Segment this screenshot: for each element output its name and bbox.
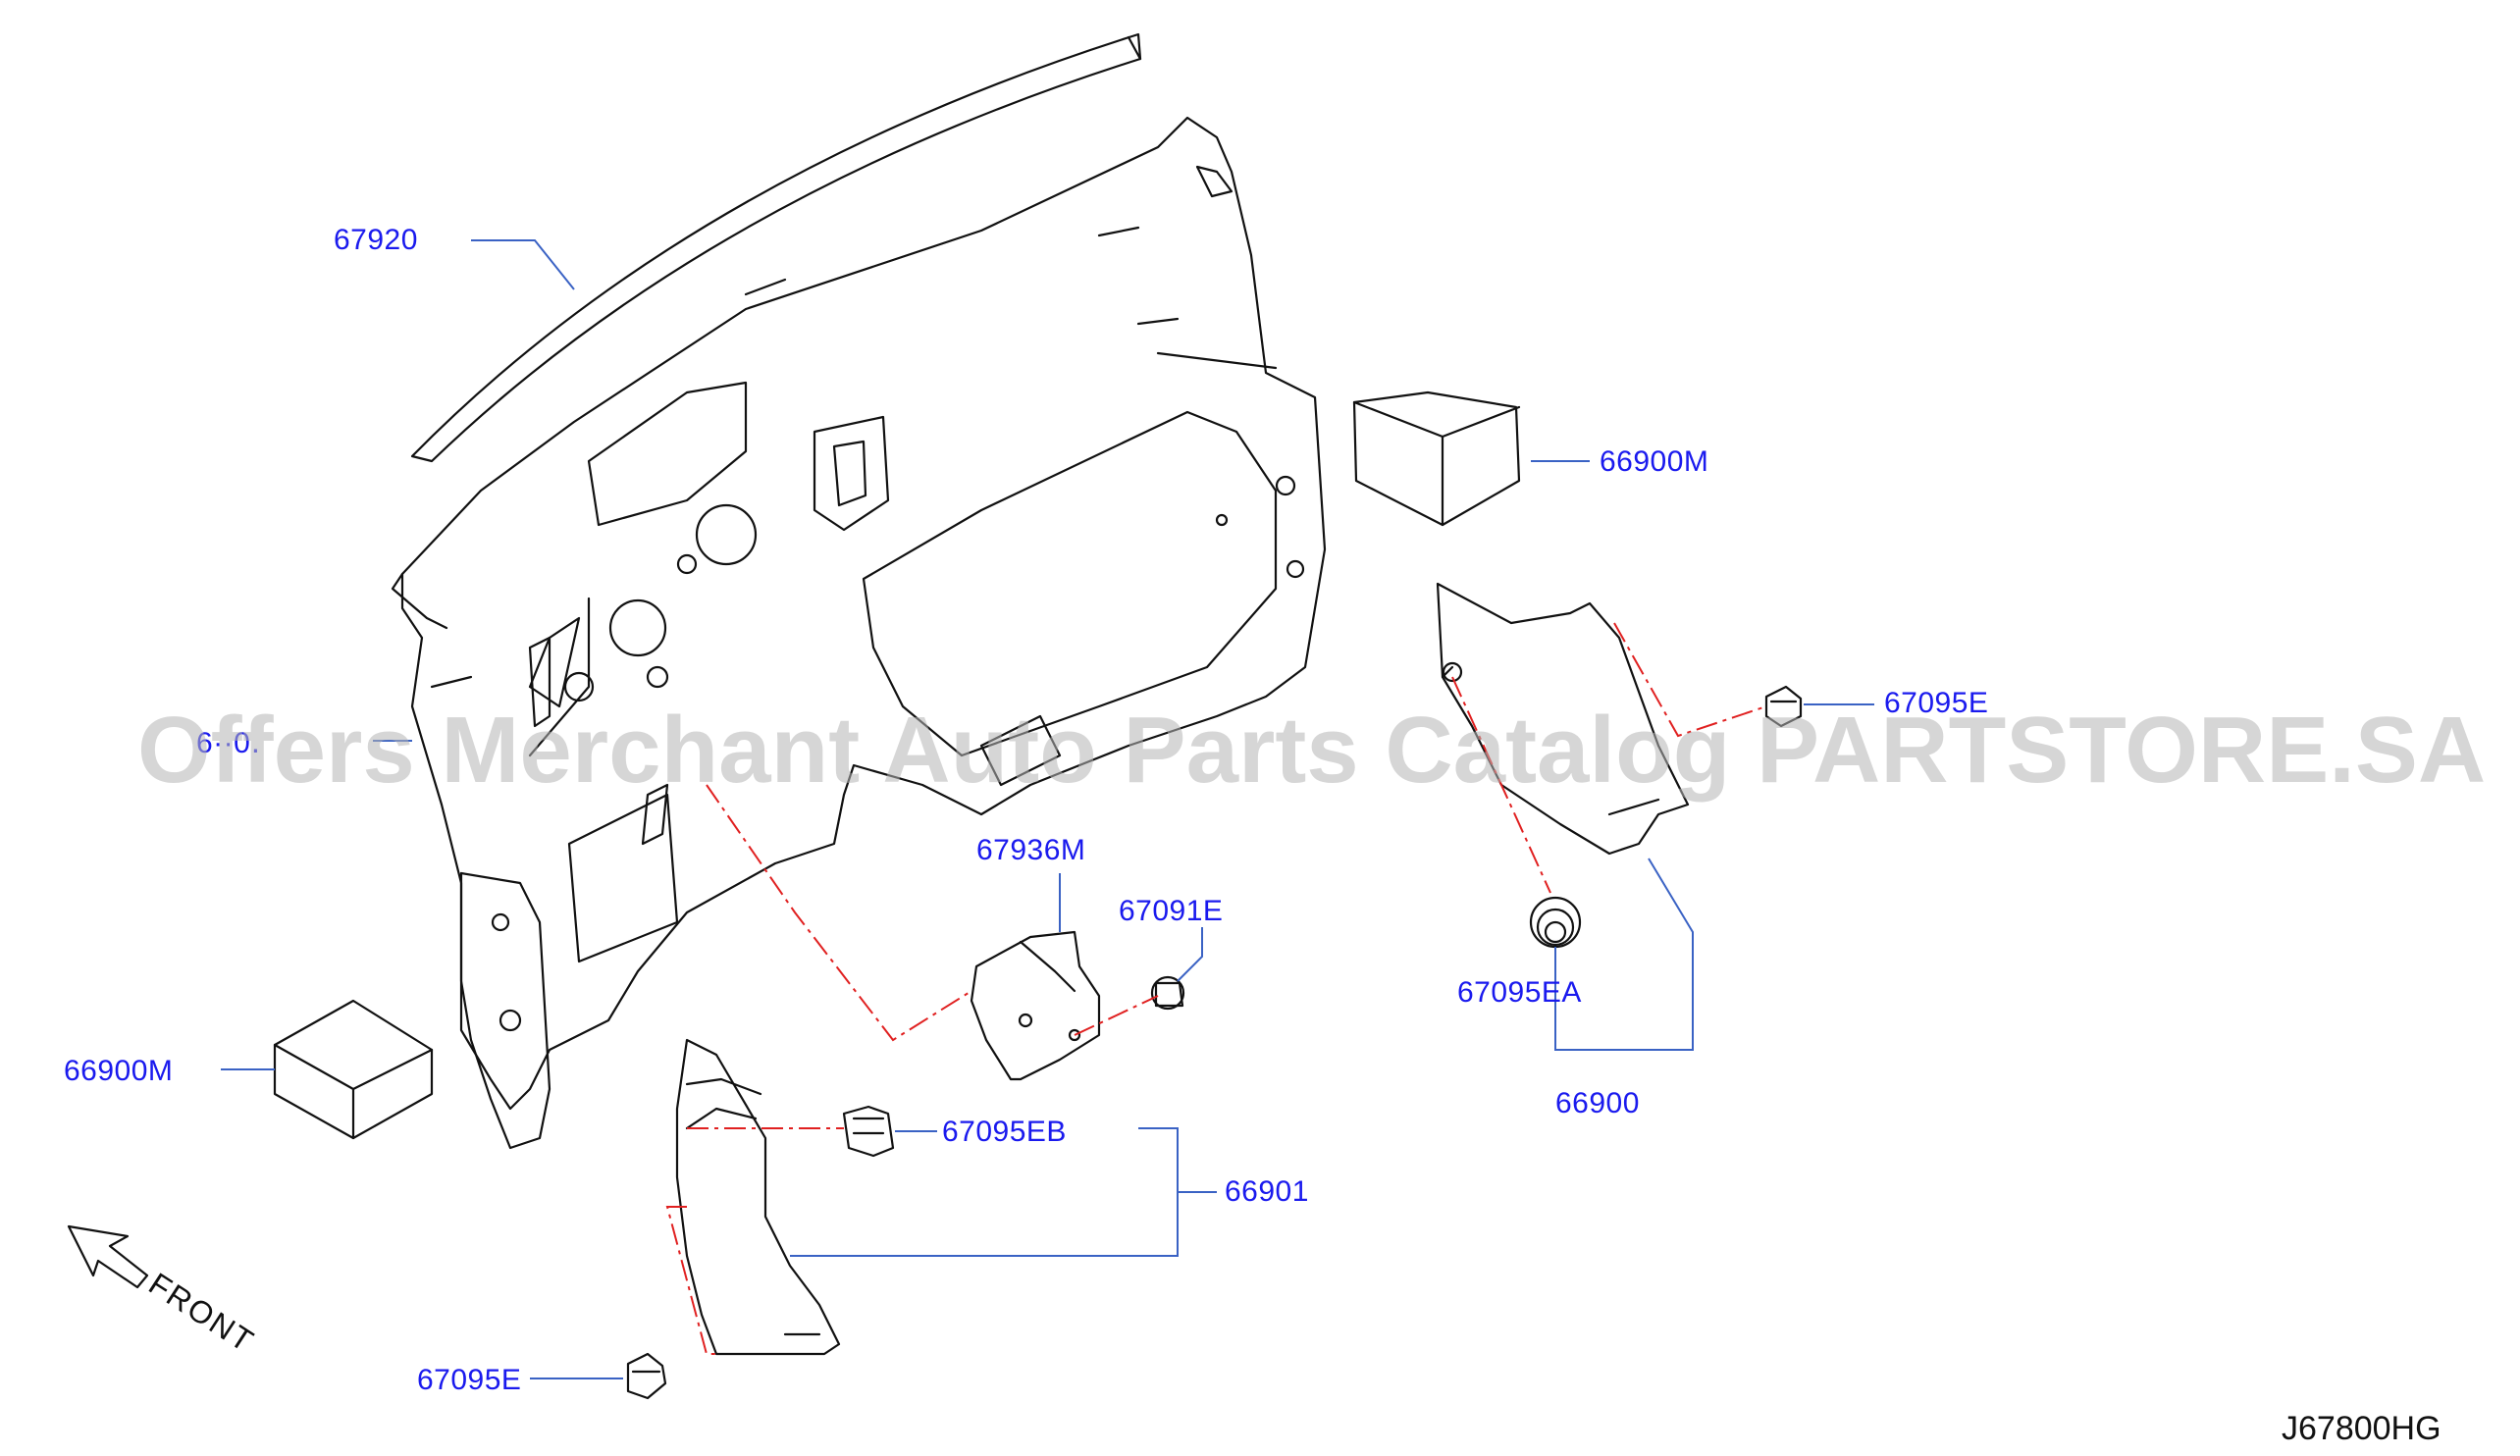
dash-insulator-panel [400,116,1327,1111]
leader-67091E [1177,927,1203,982]
watermark-text: Offers Merchant Auto Parts Catalog PARTS… [137,698,2487,803]
grommet-67095EA [1529,896,1582,949]
callout-partially-hidden[interactable]: 6··0․ [196,727,261,759]
callout-67936M[interactable]: 67936M [976,834,1086,866]
callout-67091E[interactable]: 67091E [1119,895,1224,927]
pad-66900M-top [1352,390,1521,527]
bracket-67936M [970,930,1101,1081]
leader-66900 [1554,858,1694,1051]
clip-67091E [1150,975,1185,1011]
leader-67920 [471,239,575,290]
callout-66900M-top[interactable]: 66900M [1600,445,1709,478]
callout-67095EB[interactable]: 67095EB [942,1116,1067,1148]
grommet-67095EB [842,1105,895,1158]
callout-67920[interactable]: 67920 [334,224,418,256]
kick-panel-66900 [1436,582,1690,856]
callout-66901[interactable]: 66901 [1225,1175,1309,1208]
kick-panel-66901 [675,1038,841,1356]
clip-67095E-right [1764,685,1803,728]
diagram-code: J67800HG [2282,1410,2441,1447]
front-arrow-icon [67,1224,149,1289]
callout-67095E-bottom[interactable]: 67095E [417,1364,522,1396]
pad-66900M-left [273,999,434,1140]
callout-66900[interactable]: 66900 [1555,1087,1640,1119]
callout-67095EA[interactable]: 67095EA [1457,976,1582,1009]
callout-66900M-left[interactable]: 66900M [64,1055,174,1087]
side-panel-strip [459,871,551,1150]
callout-67095E-right[interactable]: 67095E [1884,687,1989,719]
clip-67095E-bottom [626,1352,667,1400]
weatherstrip-67920 [410,32,1142,463]
